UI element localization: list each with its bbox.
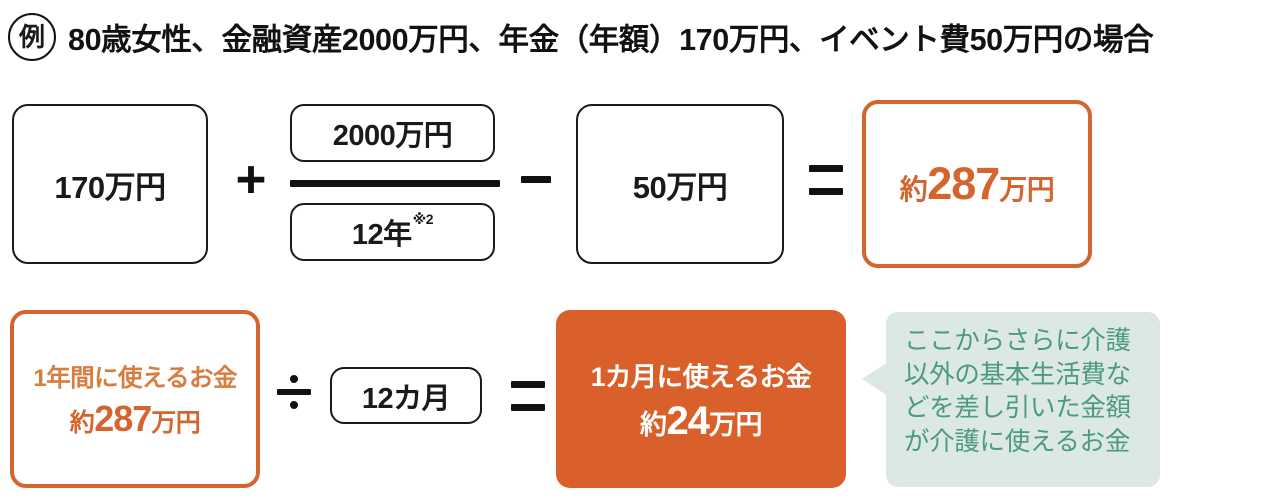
monthly-value-prefix: 約 <box>640 409 667 440</box>
plus-operator: + <box>235 149 267 209</box>
equals-bar-top <box>809 165 843 172</box>
title-row: 例 80歳女性、金融資産2000万円、年金（年額）170万円、イベント費50万円… <box>0 0 1279 74</box>
equals-operator-row1 <box>806 165 846 195</box>
yearly-result-number: 287 <box>927 158 1000 209</box>
assets-numerator-box: 2000万円 <box>290 104 495 162</box>
equals-operator-row2 <box>508 381 548 411</box>
minus-bar <box>521 175 551 183</box>
divide-operator <box>274 370 314 414</box>
callout-tail <box>862 362 888 396</box>
years-footnote-marker: ※2 <box>412 211 434 227</box>
assets-per-year-fraction: 2000万円 12年※2 <box>290 100 500 268</box>
callout-note: ここからさらに介護以外の基本生活費などを差し引いた金額が介護に使えるお金 <box>886 312 1160 487</box>
equals-bar-bottom <box>809 188 843 195</box>
years-value: 12年 <box>351 219 412 251</box>
divide-dot-top <box>290 375 298 383</box>
years-amount-label: 12年※2 <box>351 211 434 253</box>
pension-amount-box: 170万円 <box>12 104 208 264</box>
months-divisor-box: 12カ月 <box>330 367 482 424</box>
minus-operator <box>518 168 554 190</box>
yearly-result-prefix: 約 <box>899 174 928 205</box>
equals-bar-bottom <box>511 404 545 411</box>
monthly-money-label: 1カ月に使えるお金 <box>590 361 812 392</box>
equals-bar-top <box>511 381 545 388</box>
monthly-value-number: 24 <box>666 398 710 443</box>
annual-value-number: 287 <box>94 397 152 439</box>
divide-bar <box>277 389 311 395</box>
yearly-result-suffix: 万円 <box>999 174 1055 205</box>
months-label: 12カ月 <box>361 382 451 415</box>
years-denominator-box: 12年※2 <box>290 203 495 261</box>
event-cost-label: 50万円 <box>632 169 728 205</box>
page-title: 80歳女性、金融資産2000万円、年金（年額）170万円、イベント費50万円の場… <box>68 23 1154 57</box>
annual-money-label: 1年間に使えるお金 <box>33 364 237 392</box>
annual-value-suffix: 万円 <box>151 408 201 437</box>
divide-dot-bottom <box>290 401 298 409</box>
example-badge: 例 <box>8 13 56 61</box>
pension-amount-label: 170万円 <box>54 169 166 205</box>
monthly-value-suffix: 万円 <box>709 409 763 440</box>
fraction-bar <box>290 180 500 187</box>
annual-value-prefix: 約 <box>69 408 95 437</box>
event-cost-box: 50万円 <box>576 104 784 264</box>
assets-amount-label: 2000万円 <box>332 120 453 152</box>
